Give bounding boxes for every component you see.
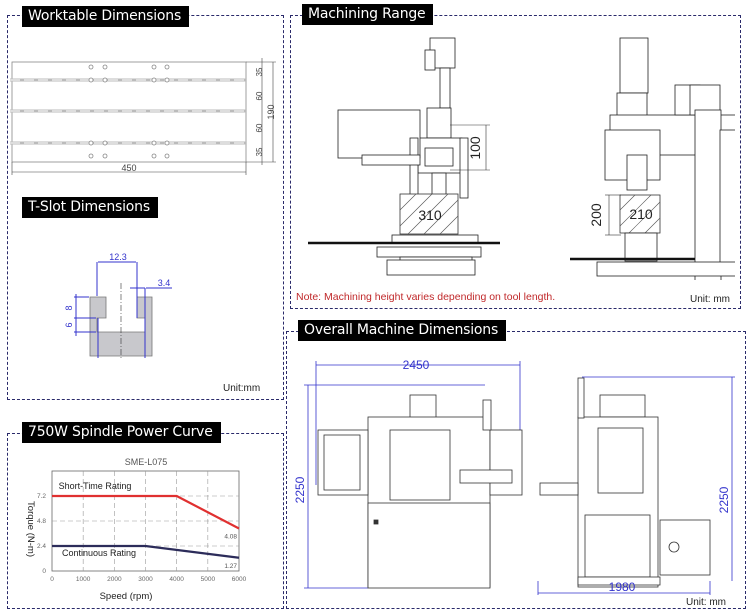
chart-end-value-label: 1.27 — [224, 563, 237, 570]
chart-xtick-label: 6000 — [232, 576, 247, 583]
chart-series-line-short-time — [52, 494, 240, 530]
chart-xtick-label: 0 — [50, 576, 54, 583]
chart-title: SME-L075 — [125, 457, 168, 467]
machining-side-table-dim: 210 — [629, 206, 653, 222]
overall-title: Overall Machine Dimensions — [298, 320, 507, 341]
overall-side-view: 2250 1980 — [537, 376, 735, 595]
worktable-title: Worktable Dimensions — [22, 6, 190, 27]
machining-title: Machining Range — [302, 4, 434, 25]
machining-unit-label: Unit: mm — [690, 294, 730, 305]
spindle-title: 750W Spindle Power Curve — [22, 422, 221, 443]
overall-unit-label: Unit: mm — [686, 597, 726, 608]
worktable-seg-2: 60 — [255, 91, 264, 100]
chart-xtick-label: 3000 — [138, 576, 153, 583]
overall-front-height-dim: 2250 — [293, 476, 307, 503]
tslot-lower-depth-dim: 6 — [64, 322, 74, 327]
chart-ytick-label: 0 — [42, 568, 46, 575]
chart-xtick-label: 4000 — [169, 576, 184, 583]
tslot-title: T-Slot Dimensions — [22, 197, 158, 218]
worktable-length-dim: 450 — [121, 163, 136, 173]
machining-front-table-dim: 310 — [418, 207, 442, 223]
chart-xtick-label: 5000 — [201, 576, 216, 583]
tslot-unit-label: Unit:mm — [223, 383, 261, 394]
machining-front-view: 310 100 — [308, 37, 500, 276]
overall-depth-dim: 1980 — [609, 580, 636, 594]
worktable-drawing: 450 190 35 60 60 35 — [10, 58, 276, 175]
machining-side-view: 210 200 — [570, 37, 735, 280]
machining-panel — [290, 15, 741, 309]
overall-panel — [286, 331, 746, 609]
chart-series-line-continuous — [52, 544, 240, 559]
spindle-chart: SME-L075 Torque (N-m) Speed (rpm) Short-… — [25, 457, 247, 602]
chart-ylabel: Torque (N-m) — [25, 501, 36, 557]
chart-ytick-label: 2.4 — [37, 543, 46, 550]
tslot-drawing: 12.3 3.4 8 6 — [64, 252, 172, 360]
chart-series-label: Short-Time Rating — [59, 481, 132, 491]
tslot-upper-depth-dim: 8 — [64, 305, 74, 310]
overall-side-height-dim: 2250 — [717, 486, 731, 513]
worktable-seg-1: 35 — [255, 67, 264, 76]
chart-end-value-label: 4.08 — [224, 534, 237, 541]
overall-front-view: 2450 2250 — [293, 358, 523, 589]
chart-series-label: Continuous Rating — [62, 548, 136, 558]
chart-xtick-label: 1000 — [76, 576, 91, 583]
machining-note: Note: Machining height varies depending … — [296, 291, 556, 303]
worktable-width-dim: 190 — [266, 104, 276, 119]
chart-ytick-label: 7.2 — [37, 493, 46, 500]
machining-side-stroke-dim: 200 — [588, 203, 604, 227]
machining-front-stroke-dim: 100 — [467, 136, 483, 160]
chart-xtick-label: 2000 — [107, 576, 122, 583]
tslot-width-dim: 12.3 — [109, 252, 127, 262]
chart-ytick-label: 4.8 — [37, 518, 46, 525]
chart-xlabel: Speed (rpm) — [100, 591, 153, 602]
tslot-lip-dim: 3.4 — [158, 278, 171, 288]
worktable-seg-3: 60 — [255, 123, 264, 132]
worktable-seg-4: 35 — [255, 147, 264, 156]
overall-width-dim: 2450 — [403, 358, 430, 372]
